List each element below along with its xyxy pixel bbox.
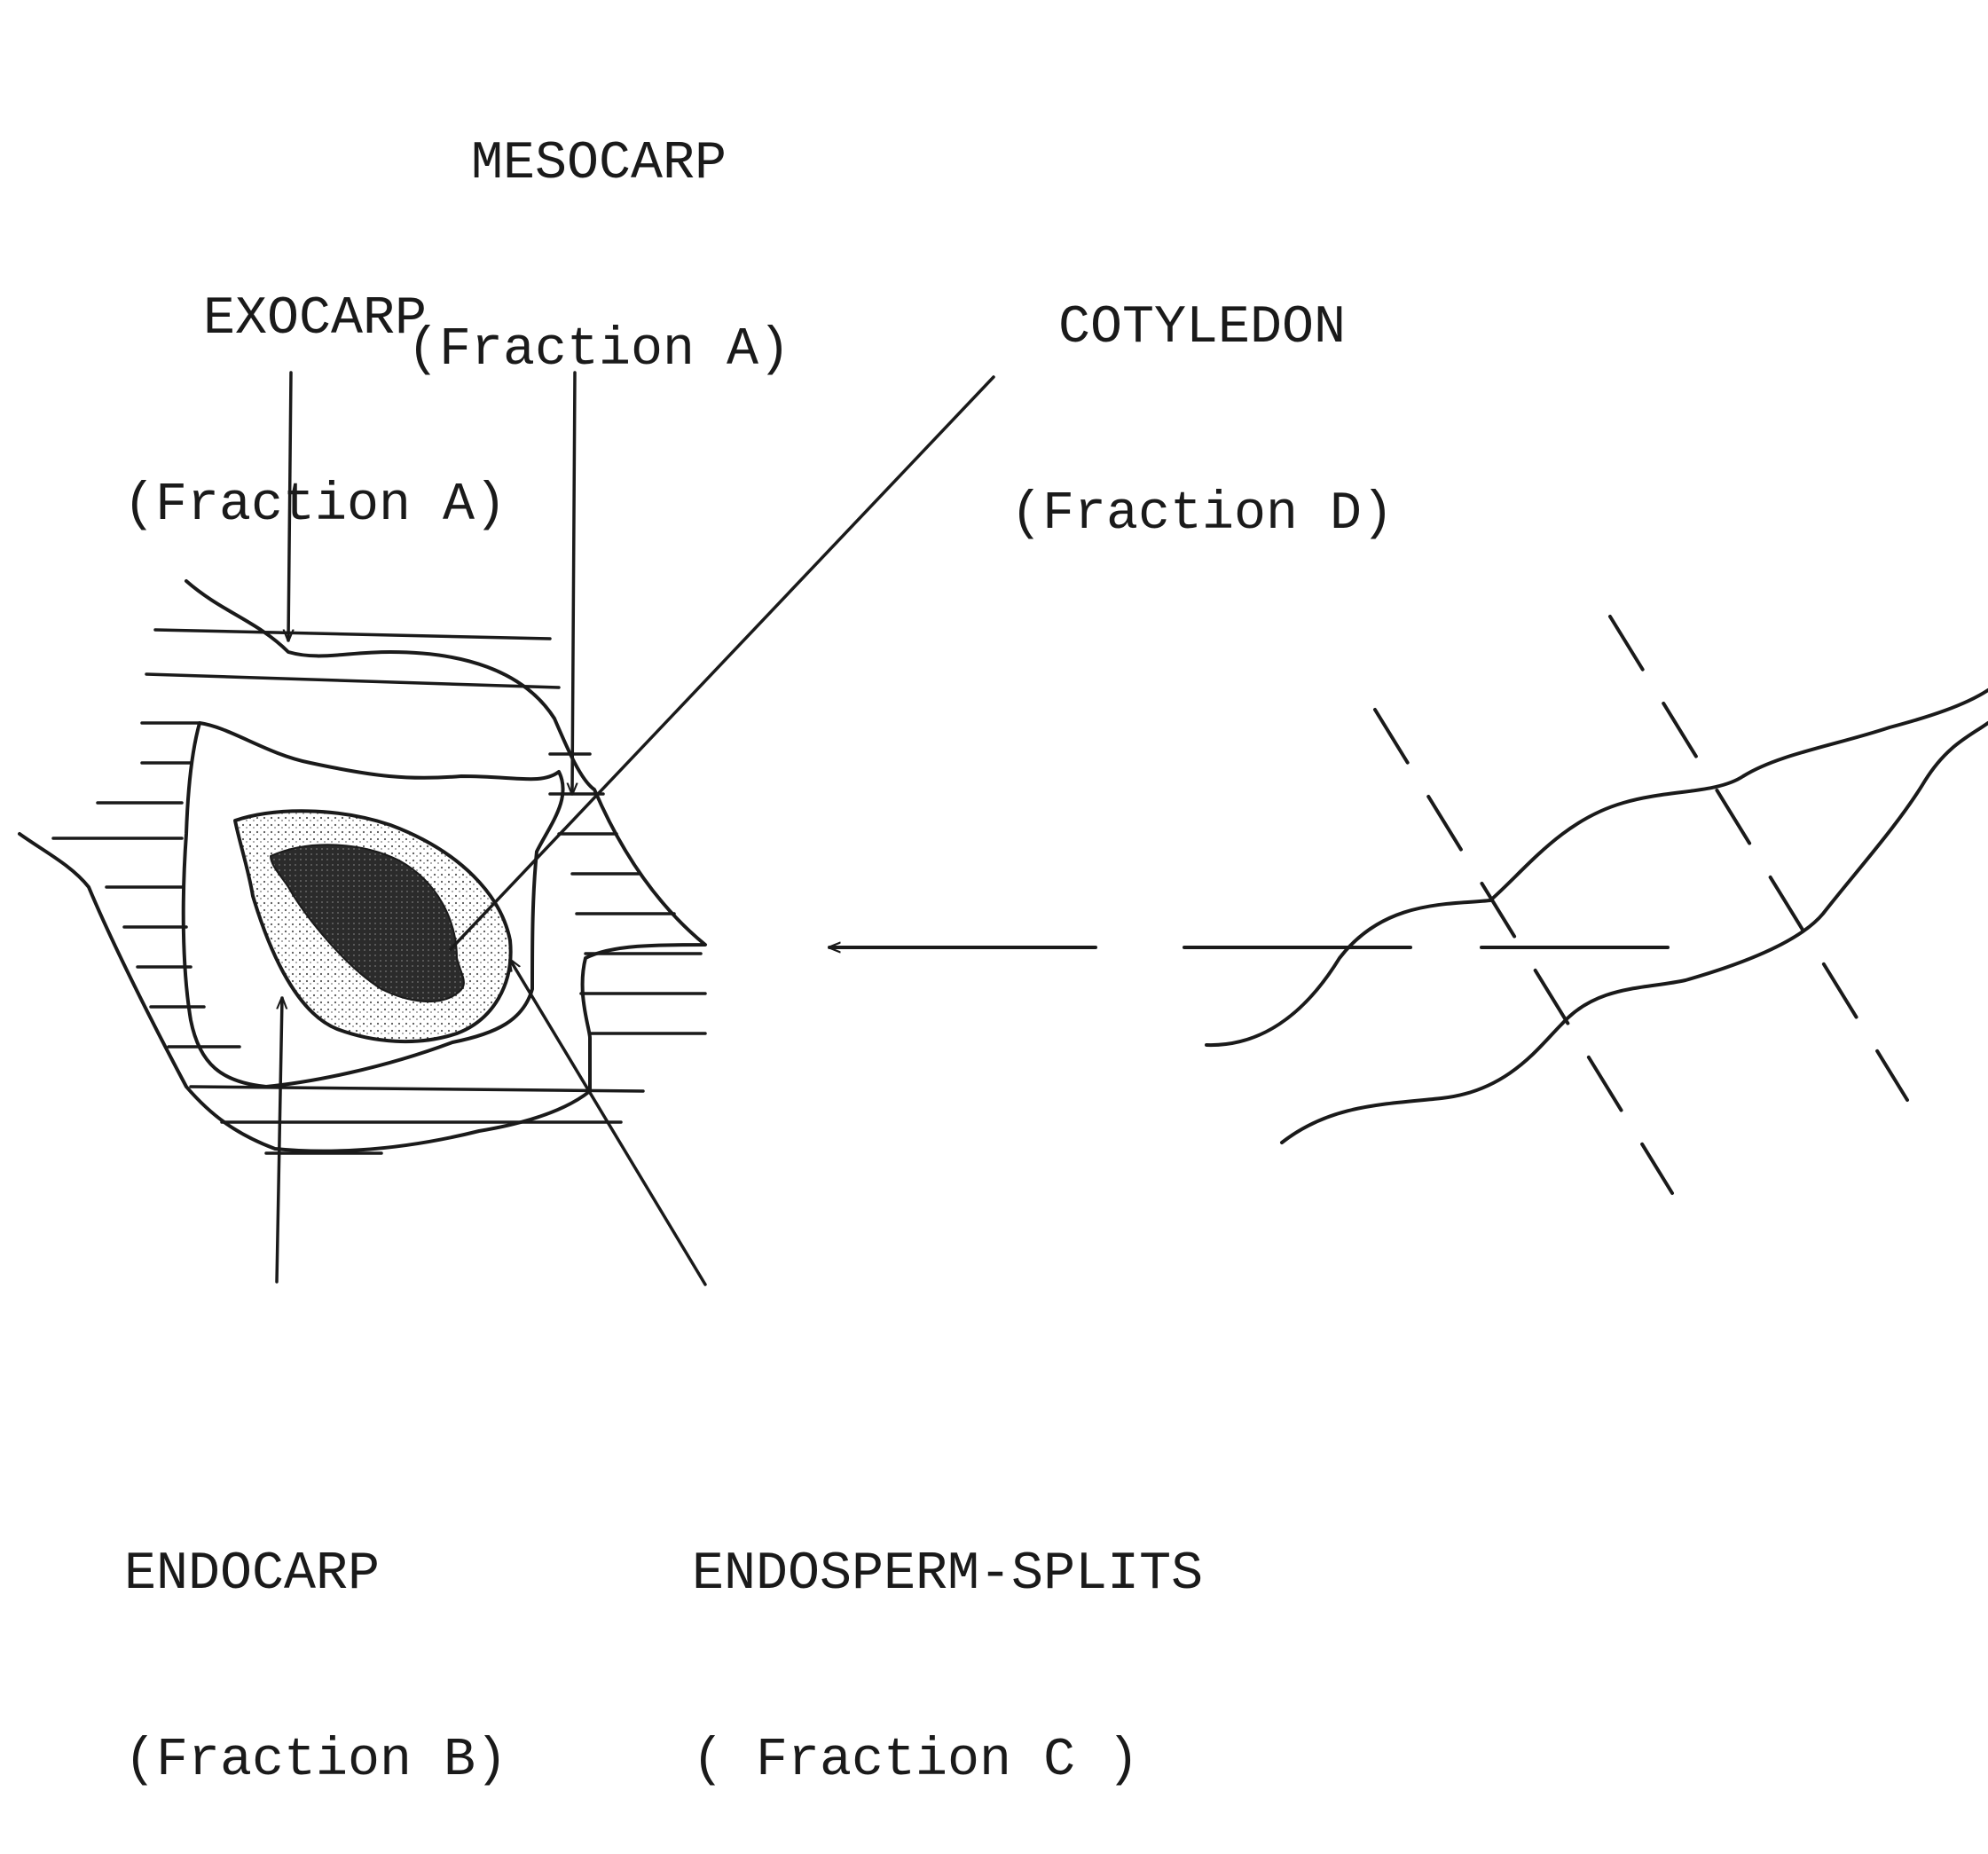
label-endocarp-name: ENDOCARP	[124, 1544, 550, 1606]
fruit-lower-edge	[1282, 723, 1988, 1143]
whole-fruit-sketch	[1206, 617, 1988, 1193]
fruit-upper-edge	[1206, 690, 1988, 1045]
mesocarp-arrow	[572, 373, 575, 794]
label-endocarp-fraction: (Fraction B)	[124, 1730, 550, 1792]
label-endosperm-fraction: ( Fraction C )	[692, 1730, 1277, 1792]
fruit-cross-section-diagram	[0, 0, 1988, 1545]
endocarp-arrow	[277, 998, 282, 1282]
fruit-cross-section	[20, 373, 1988, 1284]
cotyledon-arrow	[451, 377, 994, 949]
exocarp-arrow	[288, 373, 291, 640]
label-endosperm-name: ENDOSPERM-SPLITS	[692, 1544, 1277, 1606]
